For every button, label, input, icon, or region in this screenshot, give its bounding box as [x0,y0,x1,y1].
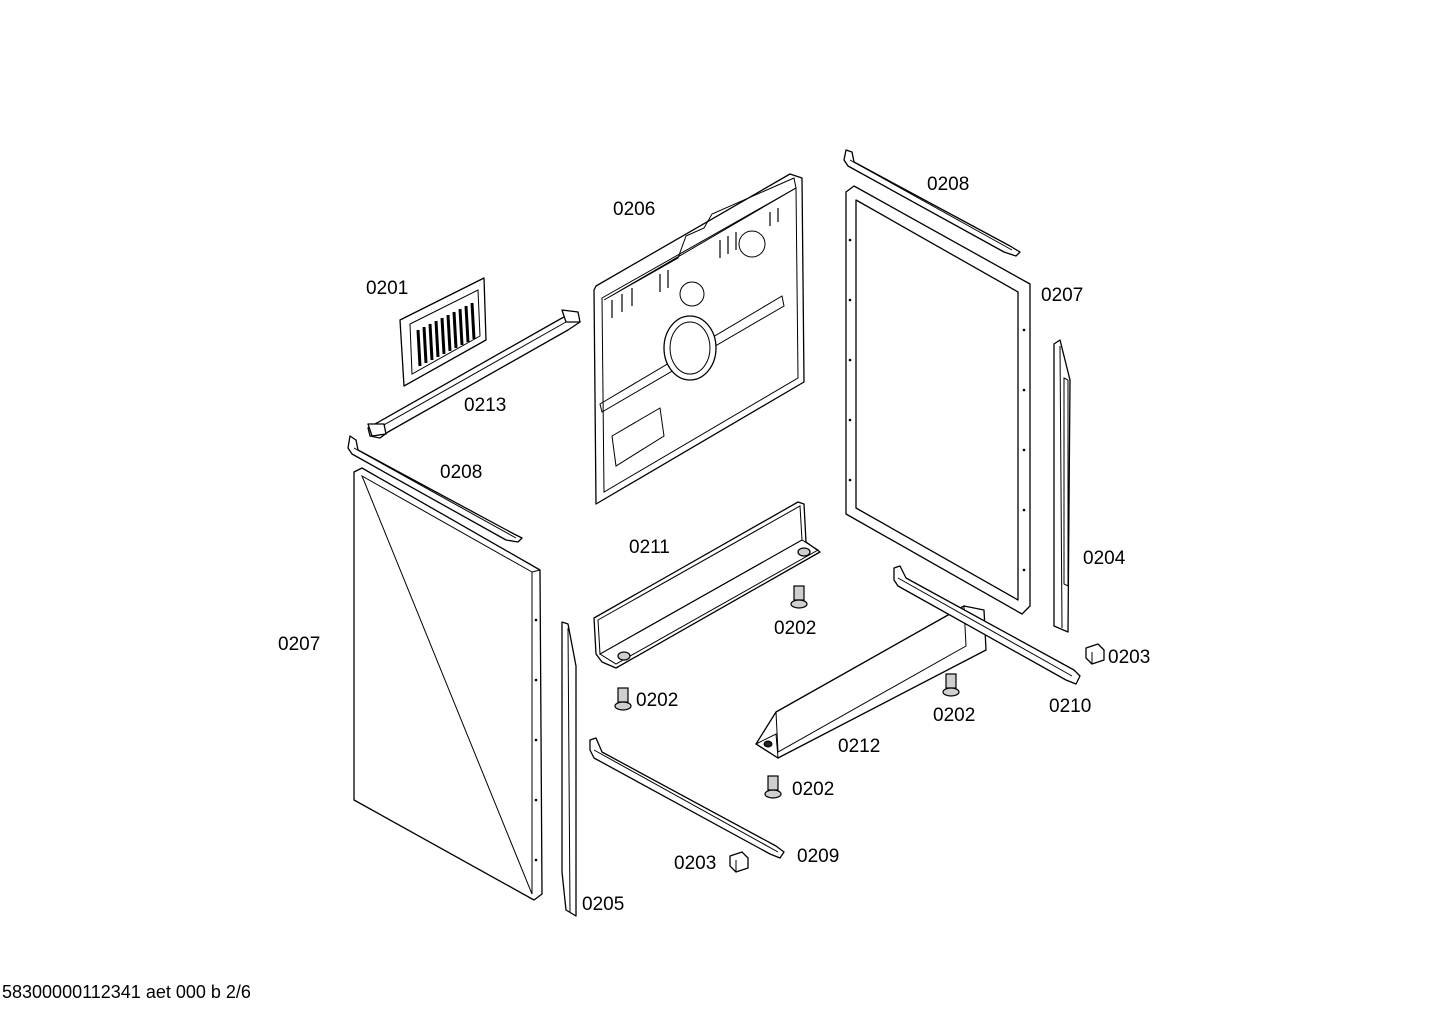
label-0209: 0209 [797,846,840,867]
screw-a [790,585,808,609]
part-0202-screws [614,585,960,799]
part-0203-clips [729,643,1105,873]
label-0211: 0211 [629,537,670,558]
part-0213-bar [367,309,581,439]
label-0204: 0204 [1083,548,1126,569]
clip-right [1085,643,1105,665]
label-0208-top: 0208 [927,174,970,195]
label-0210: 0210 [1049,696,1092,717]
part-0201-grille [399,277,487,387]
part-0206-back-panel [593,173,805,505]
label-0203-left: 0203 [674,853,717,874]
part-0208-top-rail [843,149,1021,257]
part-0207-left-side-panel [353,467,543,901]
part-0209-left-rail [589,737,785,859]
label-0205: 0205 [582,894,625,915]
label-0202-b: 0202 [636,690,679,711]
label-0202-a: 0202 [774,618,817,639]
screw-c [942,673,960,697]
part-0210-right-rail [893,565,1081,685]
footer-document-code: 58300000112341 aet 000 b 2/6 [2,982,251,1002]
screw-b [614,687,632,711]
part-0205-left-post [561,621,577,917]
part-0207-right-frame [845,185,1031,615]
part-0212-front-rail [754,605,987,759]
clip-left [729,851,749,873]
label-0206: 0206 [613,199,656,220]
label-0201: 0201 [366,278,409,299]
label-0213: 0213 [464,395,507,416]
label-0203-right: 0203 [1108,647,1151,668]
label-0202-d: 0202 [792,779,835,800]
part-0208-left-rail [347,435,523,543]
label-0202-c: 0202 [933,705,976,726]
part-0204-right-post [1053,339,1071,633]
label-0207-left: 0207 [278,634,321,655]
label-0212: 0212 [838,736,881,757]
label-0207-right: 0207 [1041,285,1084,306]
part-0211-rear-rail [593,501,821,669]
label-0208-left: 0208 [440,462,483,483]
screw-d [764,775,782,799]
